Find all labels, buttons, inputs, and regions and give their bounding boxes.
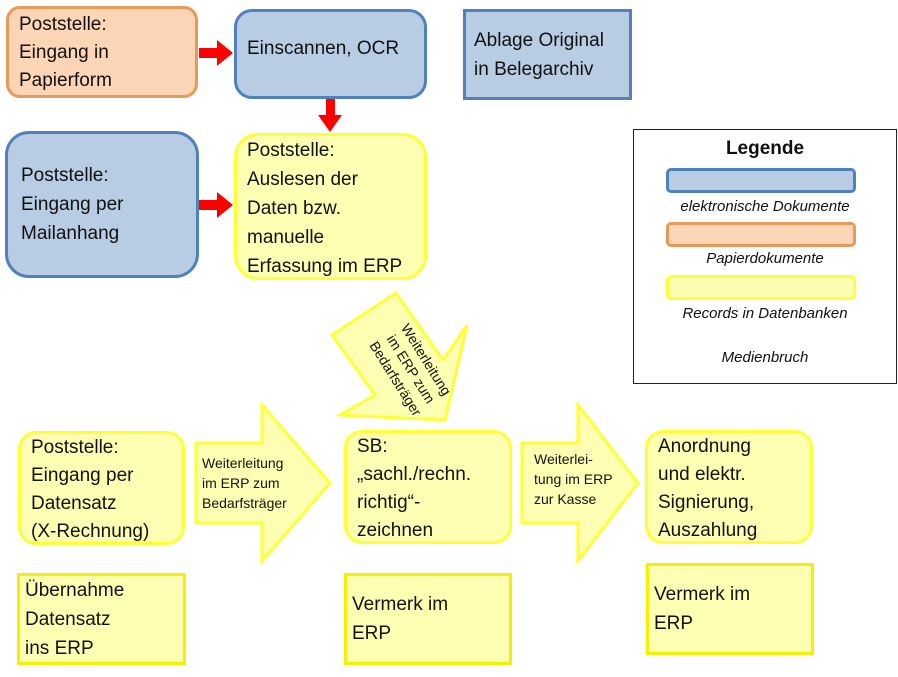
arrow-text: tung im ERP	[534, 471, 613, 487]
node-text: Poststelle:	[19, 14, 107, 35]
node-text: Übernahme	[25, 580, 125, 601]
node-text: SB:	[357, 436, 388, 457]
node-text: Vermerk im	[654, 584, 751, 605]
flow-arrow-diagonal-label: Weiterleitung im ERP zum Bedarfsträger	[350, 300, 470, 419]
node-text: Signierung,	[658, 492, 755, 513]
node-text: Poststelle:	[21, 165, 109, 186]
arrow-text: Weiterleitung	[202, 455, 284, 471]
legend-swatch-record	[666, 275, 856, 300]
node-read-data: Poststelle: Auslesen der Daten bzw. manu…	[234, 133, 427, 280]
node-text: Papierform	[19, 70, 112, 91]
node-text: Eingang per	[21, 194, 124, 215]
node-text: und elektr.	[658, 464, 746, 485]
node-text: Poststelle:	[247, 140, 335, 161]
flow-arrow-to-cashier	[520, 400, 640, 566]
node-text: Daten bzw.	[247, 198, 341, 219]
node-text: in Belegarchiv	[474, 58, 594, 80]
flow-arrow-diagonal	[329, 290, 469, 422]
arrow-text: Weiterlei-	[534, 451, 593, 467]
node-text: (X-Rechnung)	[31, 521, 150, 542]
legend-label-record: Records in Datenbanken	[682, 305, 848, 322]
node-text: manuelle	[247, 227, 325, 248]
legend: Legende elektronische Dokumente Papierdo…	[633, 129, 897, 384]
node-text: Poststelle:	[31, 437, 119, 458]
media-break-arrow-scan-to-read	[318, 99, 342, 132]
legend-swatch-electronic	[666, 168, 856, 193]
node-scan-ocr: Einscannen, OCR	[234, 9, 427, 99]
node-payment: Anordnung und elektr. Signierung, Auszah…	[645, 430, 813, 544]
node-text: ERP	[654, 613, 694, 634]
legend-title: Legende	[725, 138, 805, 159]
node-text: Ablage Original	[474, 29, 604, 51]
arrow-text: im ERP zum	[202, 475, 280, 491]
arrow-text: Bedarfsträger	[202, 495, 287, 511]
flow-arrow-to-cashier-label: Weiterlei- tung im ERP zur Kasse	[534, 449, 613, 509]
node-text: richtig“-	[357, 492, 421, 513]
node-text: Eingang in	[19, 42, 109, 63]
node-text: „sachl./rechn.	[357, 464, 472, 485]
node-text: Erfassung im ERP	[247, 256, 403, 277]
legend-label-electronic: elektronische Dokumente	[680, 198, 850, 215]
flow-arrow-to-requester-label: Weiterleitung im ERP zum Bedarfsträger	[202, 453, 287, 513]
media-break-arrow-mail-to-read	[199, 192, 233, 218]
node-mail-input: Poststelle: Eingang per Mailanhang	[5, 131, 199, 278]
node-text: ERP	[352, 623, 392, 644]
arrow-text: zur Kasse	[534, 491, 597, 507]
node-text: ins ERP	[25, 638, 94, 659]
flow-arrow-to-requester	[194, 400, 332, 566]
node-text: zeichnen	[357, 520, 434, 541]
media-break-arrow-paper-to-scan	[199, 40, 233, 66]
node-dataset-input: Poststelle: Eingang per Datensatz (X-Rec…	[18, 431, 185, 545]
node-sb-sign: SB: „sachl./rechn. richtig“- zeichnen	[344, 430, 512, 544]
node-archive: Ablage Original in Belegarchiv	[463, 9, 632, 100]
node-import-dataset: Übernahme Datensatz ins ERP	[17, 573, 186, 665]
node-note-payment: Vermerk im ERP	[646, 563, 814, 655]
node-text: Mailanhang	[21, 223, 120, 244]
legend-label-paper: Papierdokumente	[706, 250, 824, 267]
node-paper-input: Poststelle: Eingang in Papierform	[6, 6, 198, 98]
node-text: Datensatz	[25, 609, 111, 630]
node-text: Auslesen der	[247, 169, 358, 190]
node-text: Anordnung	[658, 436, 751, 457]
legend-swatch-paper	[666, 222, 856, 247]
node-text: Einscannen, OCR	[247, 38, 400, 59]
legend-label-media-break: Medienbruch	[721, 349, 809, 366]
node-note-sb: Vermerk im ERP	[344, 573, 512, 665]
node-text: Eingang per	[31, 465, 134, 486]
node-text: Vermerk im	[352, 594, 449, 615]
node-text: Auszahlung	[658, 520, 758, 541]
node-text: Datensatz	[31, 493, 117, 514]
